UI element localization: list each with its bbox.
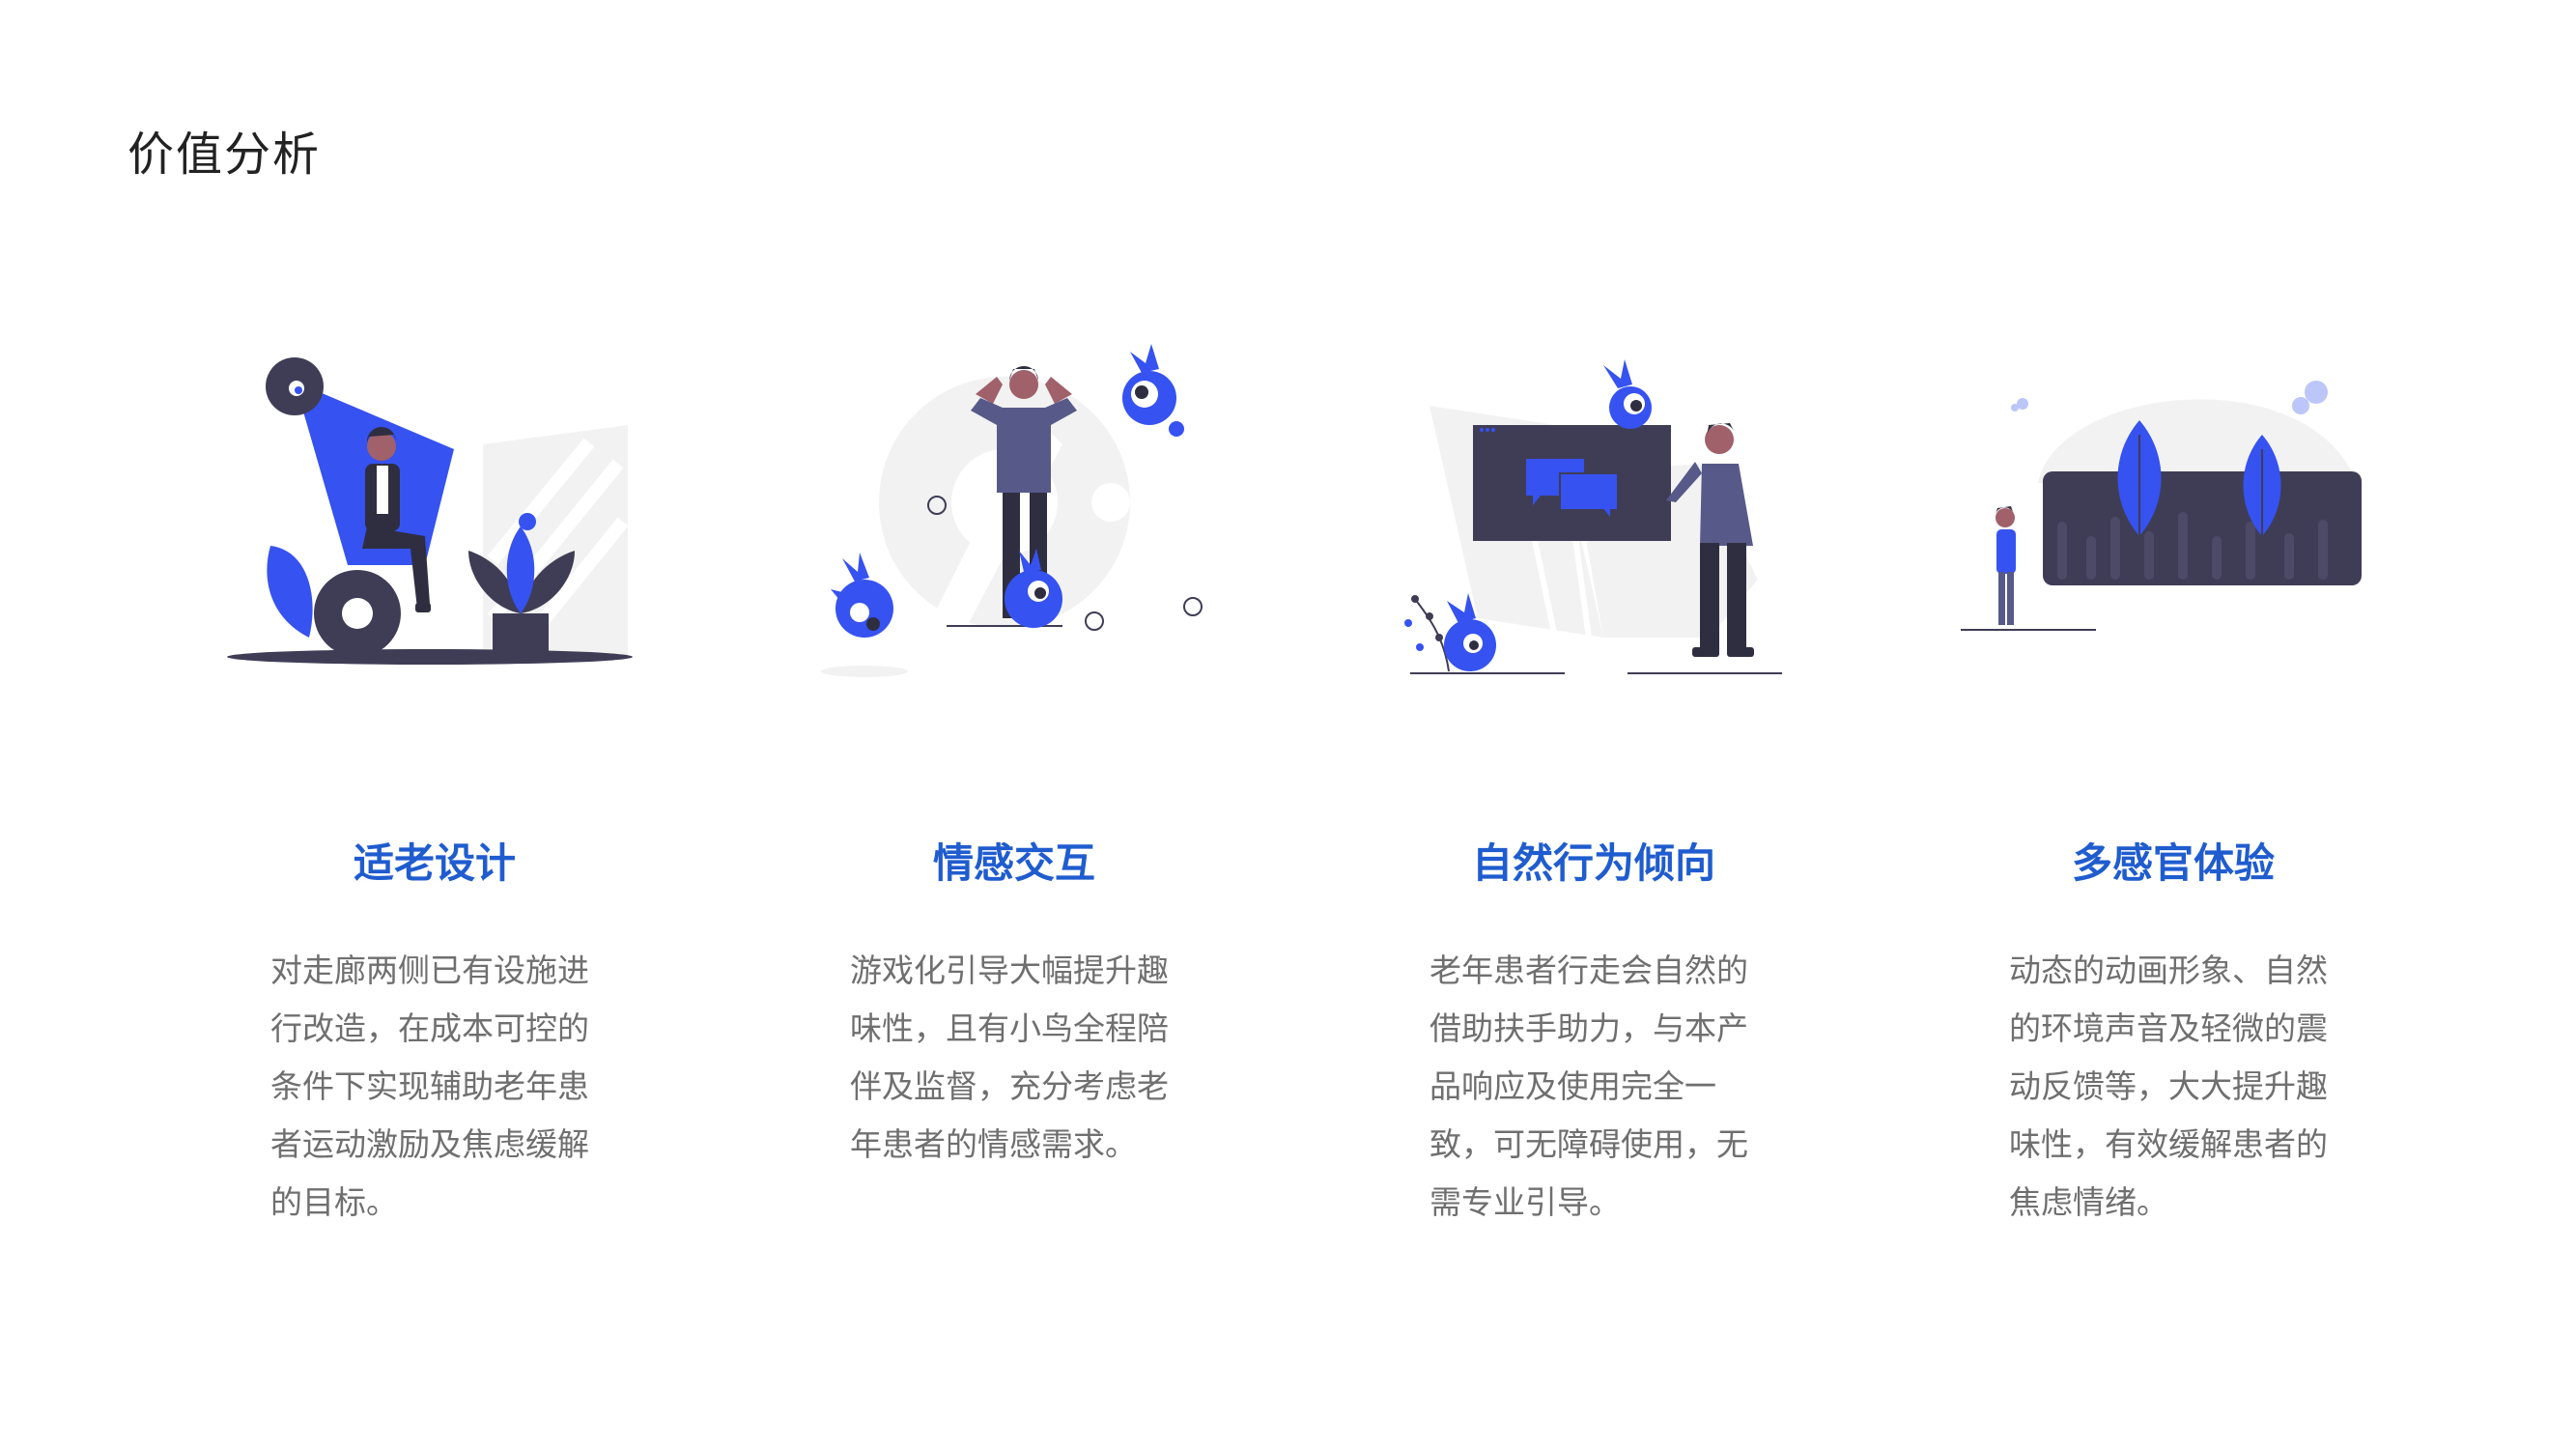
value-card-senior-friendly-design: 适老设计 对走廊两侧已有设施进行改造，在成本可控的条件下实现辅助老年患者运动激励… (164, 328, 705, 1294)
page-title: 价值分析 (127, 128, 322, 182)
person-sitting-on-tire-illustration (227, 357, 633, 665)
value-card-natural-behavior: 自然行为倾向 老年患者行走会自然的借助扶手助力，与本产品响应及使用完全一致，可无… (1323, 328, 1864, 1294)
card-description: 对走廊两侧已有设施进行改造，在成本可控的条件下实现辅助老年患者运动激励及焦虑缓解… (270, 952, 589, 1221)
person-with-birds-illustration (821, 344, 1203, 677)
card-title: 适老设计 (353, 839, 516, 887)
value-card-emotional-interaction: 情感交互 游戏化引导大幅提升趣味性，且有小鸟全程陪伴及监督，充分考虑老年患者的情… (744, 328, 1285, 1294)
card-description: 游戏化引导大幅提升趣味性，且有小鸟全程陪伴及监督，充分考虑老年患者的情感需求。 (850, 952, 1169, 1163)
card-description: 老年患者行走会自然的借助扶手助力，与本产品响应及使用完全一致，可无障碍使用，无需… (1430, 952, 1748, 1221)
card-title: 情感交互 (932, 839, 1095, 887)
card-title: 自然行为倾向 (1471, 839, 1715, 887)
person-facing-leaf-wall-illustration (1961, 381, 2362, 631)
card-title: 多感官体验 (2071, 839, 2275, 887)
card-description: 动态的动画形象、自然的环境声音及轻微的震动反馈等，大大提升趣味性，有效缓解患者的… (2009, 952, 2328, 1221)
person-presenting-chat-board-illustration (1404, 359, 1782, 674)
value-card-multisensory-experience: 多感官体验 动态的动画形象、自然的环境声音及轻微的震动反馈等，大大提升趣味性，有… (1903, 328, 2444, 1294)
